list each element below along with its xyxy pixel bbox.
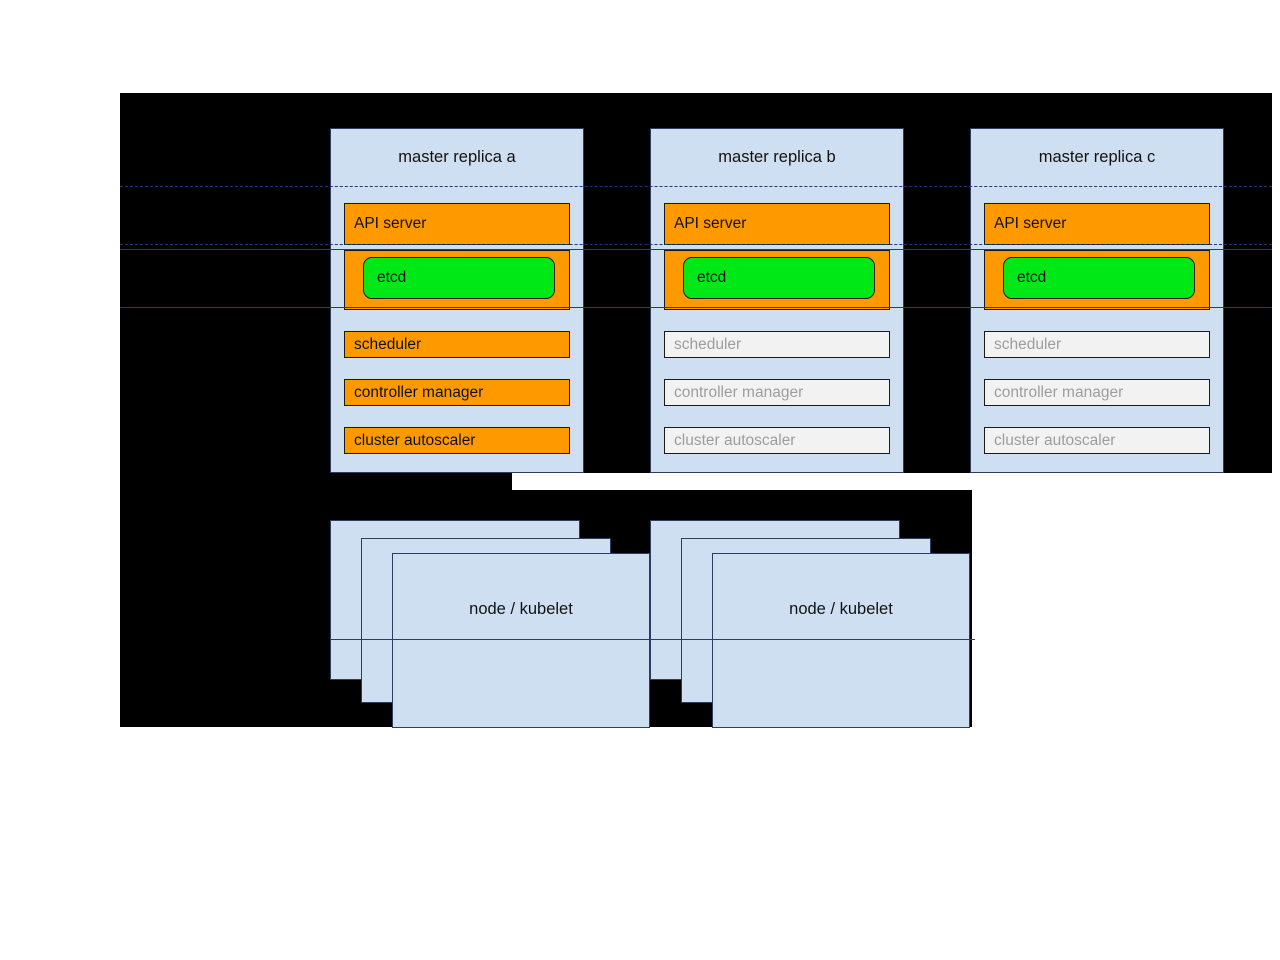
master-replica-c-title: master replica c <box>1038 147 1156 166</box>
divider-solid-upper <box>120 249 1272 250</box>
node-card-label-2: node / kubelet <box>789 600 893 618</box>
component-controller-manager-a[interactable]: controller manager <box>344 379 570 406</box>
component-controller-manager-b[interactable]: controller manager <box>664 379 890 406</box>
component-scheduler-b[interactable]: scheduler <box>664 331 890 358</box>
divider-node-row <box>330 639 975 640</box>
component-cluster-autoscaler-b[interactable]: cluster autoscaler <box>664 427 890 454</box>
master-replica-b-title: master replica b <box>718 147 836 166</box>
component-scheduler-c[interactable]: scheduler <box>984 331 1210 358</box>
component-api-server-a[interactable]: API server <box>344 203 570 245</box>
node-card-front-1[interactable]: node / kubelet <box>392 553 650 728</box>
component-scheduler-a[interactable]: scheduler <box>344 331 570 358</box>
node-card-label-1: node / kubelet <box>469 600 573 618</box>
component-controller-manager-c[interactable]: controller manager <box>984 379 1210 406</box>
component-etcd-c[interactable]: etcd <box>1003 257 1195 299</box>
component-etcd-b[interactable]: etcd <box>683 257 875 299</box>
component-cluster-autoscaler-a[interactable]: cluster autoscaler <box>344 427 570 454</box>
component-api-server-b[interactable]: API server <box>664 203 890 245</box>
divider-dashed-mid <box>120 244 1272 245</box>
component-etcd-a[interactable]: etcd <box>363 257 555 299</box>
component-cluster-autoscaler-c[interactable]: cluster autoscaler <box>984 427 1210 454</box>
master-replica-a-title: master replica a <box>398 147 516 166</box>
divider-dashed-top <box>120 186 1272 187</box>
node-card-front-2[interactable]: node / kubelet <box>712 553 970 728</box>
divider-solid-lower <box>120 307 1272 308</box>
component-api-server-c[interactable]: API server <box>984 203 1210 245</box>
